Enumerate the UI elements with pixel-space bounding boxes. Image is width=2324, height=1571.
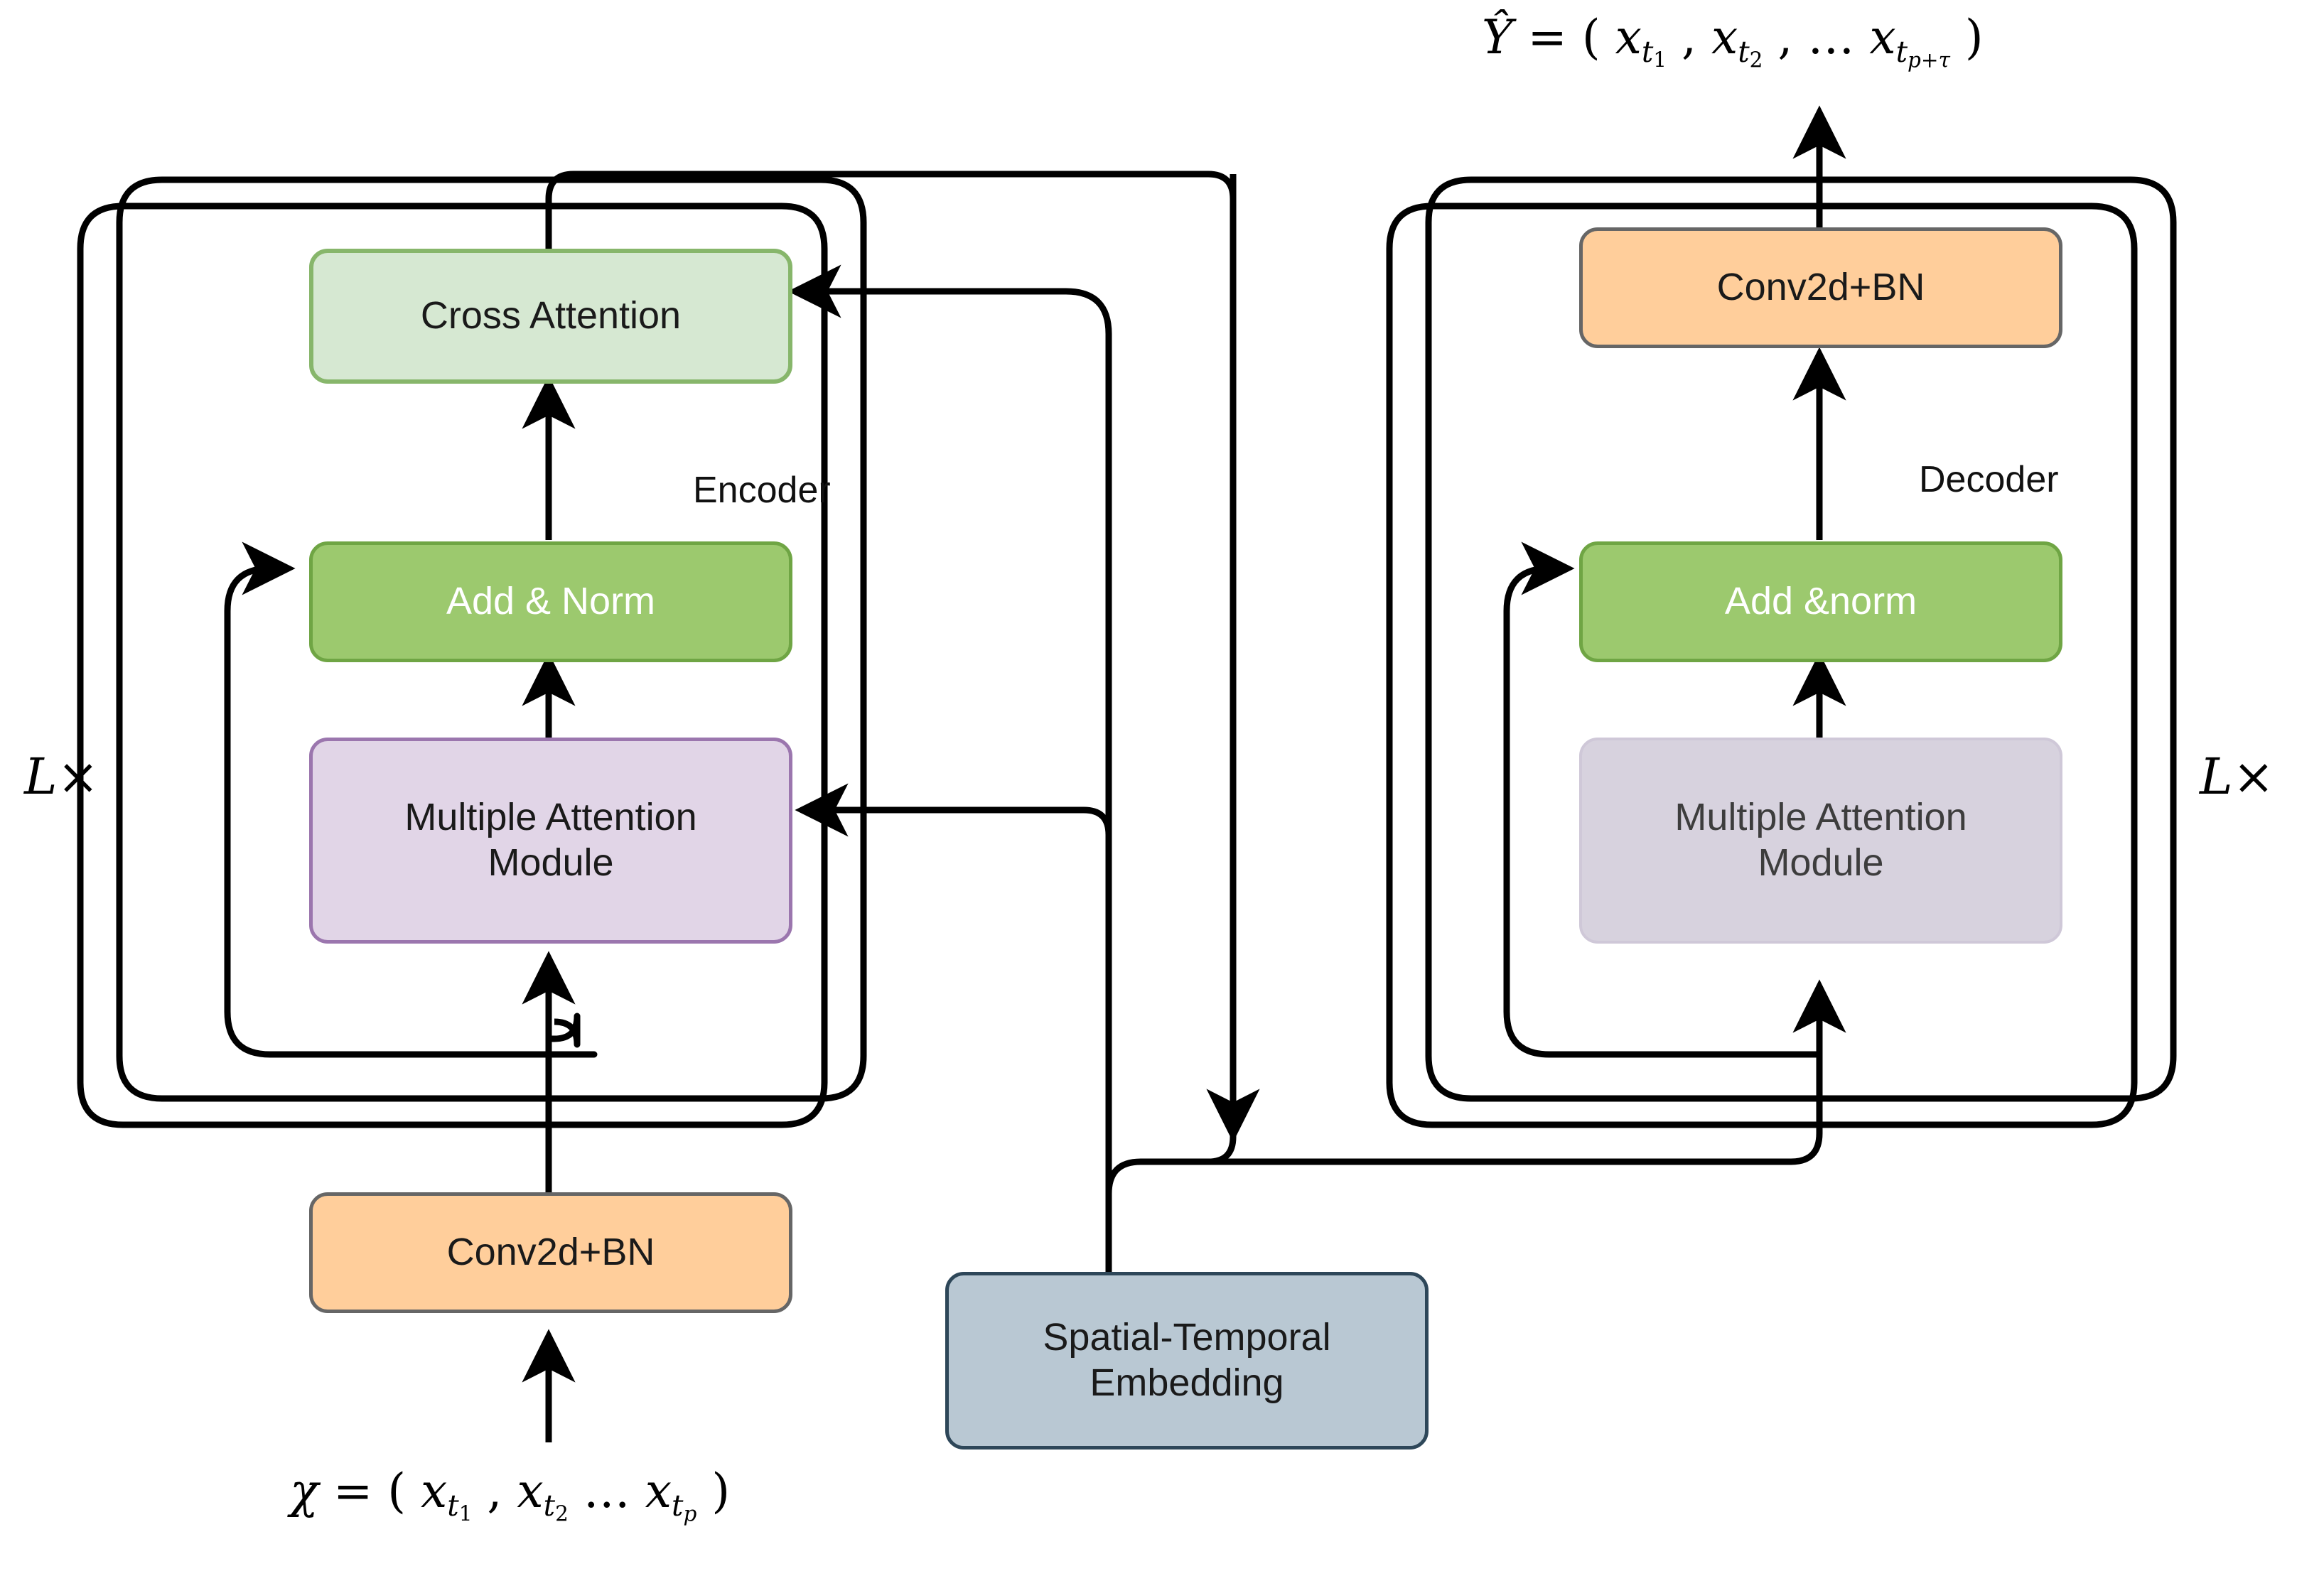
decoder-residual-bus	[1503, 541, 1819, 1058]
wire-ste-up	[787, 264, 1112, 1272]
encoder-cross-attention-label: Cross Attention	[420, 294, 682, 338]
encoder-add-norm-label: Add & Norm	[446, 580, 656, 623]
encoder-conv2d-bn-label: Conv2d+BN	[446, 1231, 655, 1274]
decoder-group-label: Decoder	[1919, 459, 2059, 500]
encoder-residual-bus	[224, 541, 549, 1058]
encoder-cross-attention-block[interactable]: Cross Attention	[309, 249, 792, 384]
wire-cross-attention-out-top	[545, 171, 1237, 1165]
encoder-add-norm-block[interactable]: Add & Norm	[309, 541, 792, 662]
decoder-conv2d-bn-block[interactable]: Conv2d+BN	[1579, 227, 2062, 348]
decoder-multiple-attention-module-block[interactable]: Multiple Attention Module	[1579, 738, 2062, 944]
encoder-conv2d-bn-block[interactable]: Conv2d+BN	[309, 1192, 792, 1313]
wire-ste-to-encoder-mam	[795, 783, 1112, 853]
encoder-repeat-label: L×	[24, 747, 99, 806]
input-formula: χ = ( xt1 , xt2 … xtp )	[290, 1464, 731, 1526]
output-formula: Ŷ = ( xt1 , xt2 , … xtp+τ )	[1482, 10, 1984, 72]
decoder-outer-frame	[1386, 203, 2138, 1128]
encoder-inner-frame	[116, 176, 867, 1102]
encoder-outer-frame	[77, 203, 828, 1128]
spatial-temporal-embedding-block[interactable]: Spatial-Temporal Embedding	[945, 1272, 1429, 1449]
wire-encoder-residual-path	[549, 1013, 581, 1048]
encoder-multiple-attention-module-block[interactable]: Multiple Attention Module	[309, 738, 792, 944]
decoder-conv2d-bn-label: Conv2d+BN	[1716, 266, 1925, 309]
wire-ste-to-decoder-mam	[1105, 979, 1846, 1272]
decoder-add-norm-block[interactable]: Add &norm	[1579, 541, 2062, 662]
decoder-repeat-label: L×	[2200, 747, 2275, 806]
decoder-multiple-attention-module-label: Multiple Attention Module	[1674, 796, 1967, 884]
encoder-multiple-attention-module-label: Multiple Attention Module	[404, 796, 697, 884]
decoder-inner-frame	[1425, 176, 2177, 1102]
decoder-add-norm-label: Add &norm	[1724, 580, 1917, 623]
encoder-group-label: Encoder	[693, 470, 831, 511]
spatial-temporal-embedding-label: Spatial-Temporal Embedding	[1043, 1316, 1331, 1404]
